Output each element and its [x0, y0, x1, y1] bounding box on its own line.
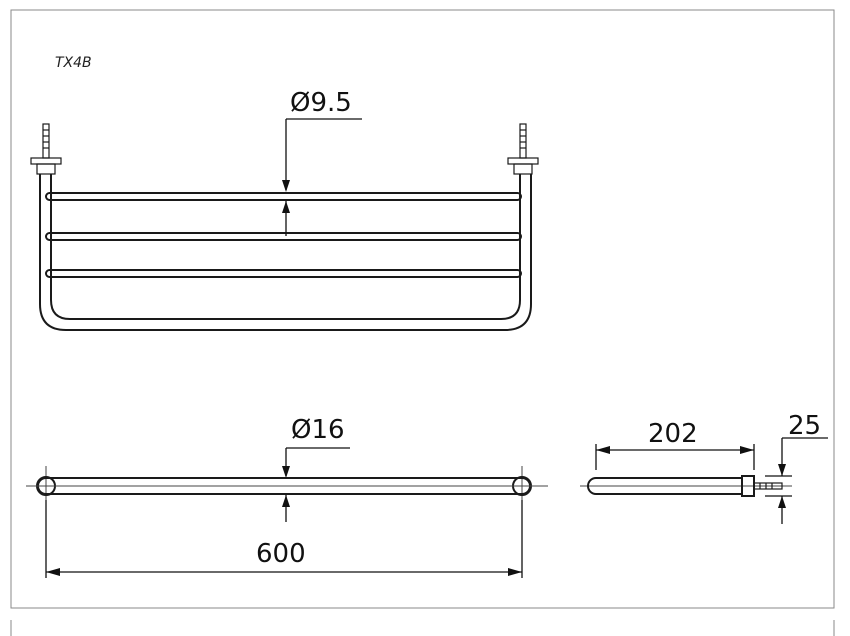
bar-diameter-dimension: Ø9.5 [282, 88, 362, 236]
rack-bar-2 [45, 232, 522, 241]
front-view: Ø9.5 [30, 88, 539, 331]
side-mount-bolt [753, 482, 783, 490]
overall-length-label: 600 [256, 539, 306, 569]
model-code: TX4B [55, 55, 92, 71]
overall-length-dimension: 600 [45, 500, 523, 578]
rack-bar-3 [45, 269, 522, 278]
mount-height-label: 25 [788, 411, 821, 441]
depth-label: 202 [648, 419, 698, 449]
depth-dimension: 202 [595, 419, 755, 470]
top-view: Ø16 600 [26, 415, 548, 578]
tube-diameter-label: Ø16 [291, 415, 345, 445]
left-mount-bolt [30, 123, 62, 175]
mount-height-dimension: 25 [765, 411, 828, 524]
tube-diameter-dimension: Ø16 [282, 415, 350, 522]
right-mount-bolt [507, 123, 539, 175]
bar-diameter-label: Ø9.5 [290, 88, 352, 118]
rack-frame-outer [39, 174, 532, 331]
side-view: 202 25 [580, 411, 828, 524]
rack-frame-inner [50, 174, 521, 320]
rack-bar-1 [45, 192, 522, 201]
sheet-frame [10, 9, 835, 636]
side-view-tube [587, 477, 743, 495]
